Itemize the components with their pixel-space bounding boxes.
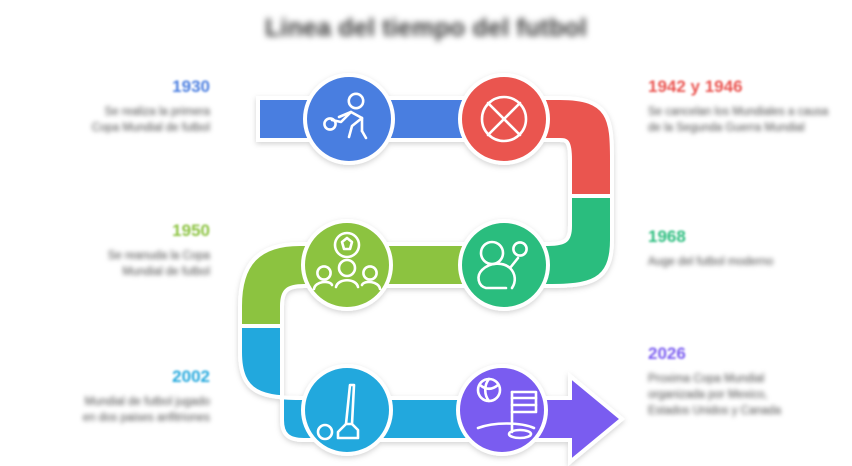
entry-1-year: 1930 [172, 77, 210, 96]
node-circle-6[interactable] [456, 364, 548, 456]
ribbon-path-group [238, 73, 626, 466]
page-title: Linea del tiempo del futbol [264, 14, 588, 42]
node-circle-3[interactable] [301, 219, 393, 311]
entry-3-year: 1950 [172, 221, 210, 240]
globe-flag-icon [476, 377, 538, 440]
entry-2-year: 1942 y 1946 [648, 77, 743, 96]
entry-4-year: 1968 [648, 227, 686, 246]
golf-club-ball-icon [316, 383, 360, 441]
entry-2: 1942 y 1946 Se cancelan los Mundiales a … [648, 77, 852, 136]
running-player-icon [323, 92, 368, 140]
entry-4: 1968 Auge del futbol moderno [648, 227, 852, 270]
node-circle-1[interactable] [303, 73, 395, 165]
player-kicking-icon [477, 240, 528, 290]
team-ball-icon [312, 231, 382, 291]
entry-5-year: 2002 [172, 367, 210, 386]
cancelled-circle-icon [480, 95, 528, 143]
entry-6-year: 2026 [648, 344, 686, 363]
entry-4-body: Auge del futbol moderno [648, 255, 774, 268]
